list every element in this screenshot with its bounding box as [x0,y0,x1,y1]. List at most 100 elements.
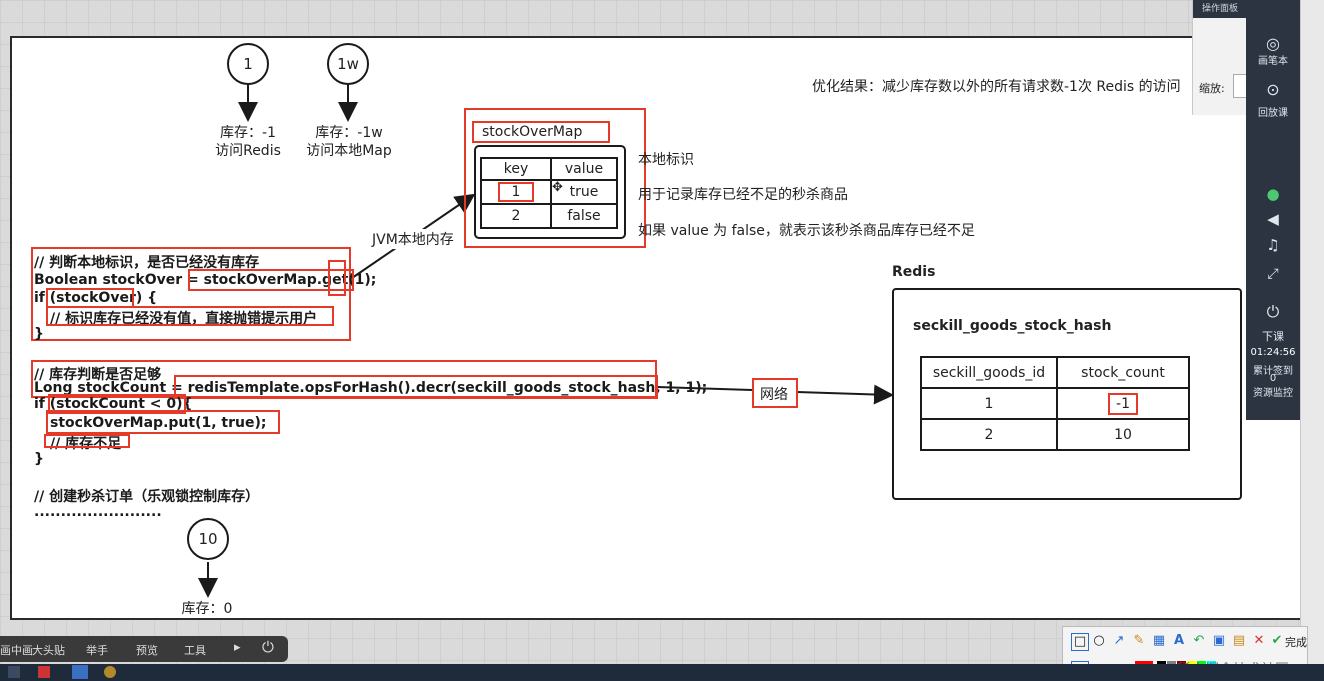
redis-table: seckill_goods_id stock_count 1 -1 2 10 [920,356,1190,451]
node-circle-1: 1 [227,43,269,85]
map-container [474,145,626,239]
note-stock-neg1: 库存：-1 访问Redis [198,124,298,160]
redis-stock-neg: -1 [1108,392,1138,415]
toolbar-tools[interactable]: 工具 [184,644,206,657]
bottom-toolbar: 画中画 大头贴 举手 预览 工具 ▸ ⏻ [0,636,288,662]
jvm-memory-label: JVM本地内存 [370,229,456,249]
app-icon[interactable] [72,665,88,679]
highlight-stock-over [46,288,134,308]
redis-container [892,288,1242,500]
note-stock-neg1w: 库存：-1w 访问本地Map [294,124,404,160]
code-block-1-frame [31,247,351,341]
map-title-box [472,121,610,143]
highlight-redis-decr [174,375,658,399]
class-timer: 01:24:56 [1250,347,1296,358]
text-tool-icon[interactable]: A [1173,633,1185,648]
map-key-1: 1 [497,182,535,202]
code-line: // 标识库存已经没有值，直接抛错提示用户 [50,311,318,327]
toolbar-pip[interactable]: 画中画 [0,644,33,657]
note-stock-value: 库存：-1w [315,125,383,141]
arrow-tool-icon[interactable]: ↗ [1113,633,1125,648]
code-line: Boolean stockOver = stockOverMap.get(1); [34,272,377,288]
side-item-exit[interactable]: 下课 [1262,330,1284,343]
brush-tool-icon[interactable]: ✎ [1133,633,1145,648]
redis-title: Redis [892,264,936,280]
stock-over-map-frame [464,108,646,248]
map-desc-local-flag: 本地标识 [638,152,694,168]
map-title: stockOverMap [482,124,583,140]
note-stock-zero: 库存：0 [181,601,233,617]
checkin-label: 累计签到 [1253,366,1293,377]
brush-icon[interactable]: ◎ [1266,34,1280,53]
node-circle-1w: 1w [327,43,369,85]
code-ellipsis: ........................ [34,504,162,520]
code-line: if (stockCount < 0){ [34,396,193,412]
chat-edge-strip [1300,0,1324,681]
network-label: 网络 [760,387,788,403]
toolbar-sticker[interactable]: 大头贴 [32,644,65,657]
highlight-stock-check [48,394,186,414]
zoom-input[interactable] [1233,74,1247,98]
map-desc-false: 如果 value 为 false，就表示该秒杀商品库存已经不足 [638,223,975,239]
zoom-label: 缩放: [1199,82,1225,95]
resource-monitor-label[interactable]: 资源监控 [1253,388,1293,399]
power-icon[interactable]: ⏻ [262,638,274,656]
map-table: key value 1 true 2 false [480,157,618,229]
speaker-icon[interactable]: ◀ [1267,210,1279,228]
network-box [752,378,798,408]
map-header-value: value [550,157,618,181]
save-icon[interactable]: ▣ [1212,633,1226,648]
os-taskbar [0,664,1324,681]
done-button[interactable]: 完成 [1285,636,1307,649]
highlight-map-get [188,269,354,291]
note-access: 访问Redis [215,143,281,159]
note-access: 访问本地Map [306,143,392,159]
highlight-throw-hint [46,306,334,326]
toolbar-preview[interactable]: 预览 [136,644,158,657]
redis-cell: 2 [920,418,1058,451]
redis-cell: 1 [920,387,1058,420]
redis-hash-name: seckill_goods_stock_hash [913,318,1112,334]
code-comment: // 创建秒杀订单（乐观锁控制库存） [34,489,260,505]
app-icon[interactable] [38,666,50,678]
undo-icon[interactable]: ↶ [1193,633,1205,648]
map-cell: 2 [480,203,552,229]
whiteboard-canvas[interactable]: 1 1w 10 库存：-1 访问Redis 库存：-1w 访问本地Map 库存：… [10,36,1304,620]
cursor-crosshair-icon: ✥ [552,180,563,195]
replay-icon[interactable]: ⊙ [1266,80,1280,99]
music-icon[interactable]: ♫ [1266,236,1280,254]
live-side-panel: ◎ 画笔本 ⊙ 回放课 ● ◀ ♫ ⤢ ⏻ 下课 01:24:56 累计签到 0… [1246,0,1300,420]
map-cell: true [550,179,618,205]
mosaic-tool-icon[interactable]: ▦ [1152,633,1166,648]
redis-header-id: seckill_goods_id [920,356,1058,389]
fullscreen-icon[interactable]: ⤢ [1267,266,1279,282]
redis-cell: -1 [1056,387,1190,420]
cancel-icon[interactable]: ✕ [1253,633,1265,648]
done-check-icon[interactable]: ✔ [1271,633,1283,648]
rect-tool-icon[interactable]: □ [1071,633,1089,651]
app-icon[interactable] [104,666,116,678]
code-line: if (stockOver) { [34,290,158,306]
copy-icon[interactable]: ▤ [1232,633,1246,648]
code-line: } [34,451,44,467]
exit-class-icon[interactable]: ⏻ [1266,302,1280,321]
redis-cell: 10 [1056,418,1190,451]
code-line: stockOverMap.put(1, true); [50,415,267,431]
map-header-key: key [480,157,552,181]
note-stock-value: 库存：-1 [220,125,276,141]
map-desc-purpose: 用于记录库存已经不足的秒杀商品 [638,187,848,203]
app-icon[interactable] [8,666,20,678]
toolbar-raise-hand[interactable]: 举手 [86,644,108,657]
side-item-brush[interactable]: 画笔本 [1258,56,1288,67]
code-line: // 库存不足 [50,436,122,452]
code-line: Long stockCount = redisTemplate.opsForHa… [34,380,708,396]
microphone-icon[interactable]: ● [1266,185,1280,203]
code-line: } [34,326,44,342]
play-icon[interactable]: ▸ [234,640,241,655]
ellipse-tool-icon[interactable]: ○ [1093,633,1105,648]
side-item-replay[interactable]: 回放课 [1258,108,1288,119]
checkin-count: 0 [1269,373,1277,384]
code-comment: // 判断本地标识，是否已经没有库存 [34,255,260,271]
zoom-panel: 操作面板 缩放: [1192,0,1247,115]
node-circle-10: 10 [187,518,229,560]
